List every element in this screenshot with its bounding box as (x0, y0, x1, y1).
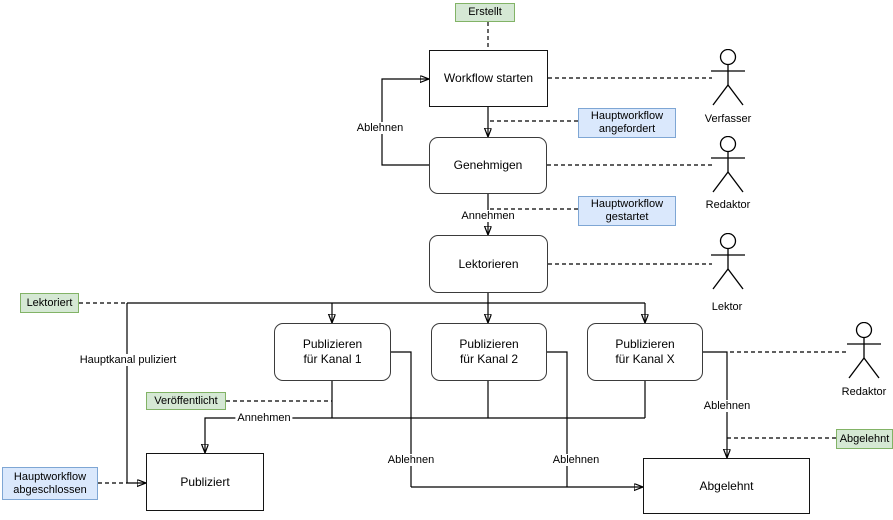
node-label: für Kanal X (615, 352, 675, 366)
label-hauptkanal-publiziert: Hauptkanal puliziert (77, 354, 179, 366)
edge-kanal1-ablehnen (391, 351, 412, 487)
node-workflow-starten[interactable]: Workflow starten (429, 50, 548, 107)
actor-icon (711, 233, 745, 290)
actor-redaktor-unten-label: Redaktor (841, 386, 887, 398)
actor-verfasser-label: Verfasser (704, 113, 752, 125)
actor-verfasser (710, 49, 746, 107)
badge-hauptworkflow-angefordert[interactable]: Hauptworkflow angefordert (578, 108, 676, 138)
node-label: für Kanal 2 (459, 352, 519, 366)
label-ablehnen-loop: Ablehnen (354, 122, 406, 134)
label-ablehnen-kanal-1: Ablehnen (385, 454, 437, 466)
badge-erstellt-label: Erstellt (468, 6, 502, 18)
actor-icon (711, 136, 745, 193)
node-label: Abgelehnt (699, 478, 754, 493)
node-label: Publizieren (615, 337, 675, 351)
node-label: Publiziert (180, 474, 230, 489)
edge-kanalx-ablehnen (703, 351, 727, 458)
actor-icon (711, 49, 745, 106)
actor-redaktor-oben-label: Redaktor (705, 199, 751, 211)
badge-line: Hauptworkflow (13, 470, 87, 483)
node-label: Publizieren (459, 337, 519, 351)
badge-erstellt[interactable]: Erstellt (455, 3, 515, 22)
edge-kanal2-ablehnen (547, 351, 568, 487)
actor-redaktor-unten (846, 322, 882, 380)
actor-lektor-label: Lektor (711, 301, 743, 313)
badge-line: angefordert (598, 123, 656, 135)
node-publizieren-kanal-x[interactable]: Publizieren für Kanal X (587, 323, 703, 381)
badge-veroeffentlicht-label: Veröffentlicht (154, 394, 218, 407)
node-label: Genehmigen (453, 158, 523, 172)
node-abgelehnt[interactable]: Abgelehnt (643, 458, 810, 514)
edge-hauptkanal-to-publiziert (126, 303, 146, 483)
badge-veroeffentlicht[interactable]: Veröffentlicht (146, 392, 226, 410)
node-label: Workflow starten (443, 71, 534, 85)
badge-lektoriert[interactable]: Lektoriert (20, 293, 79, 313)
edge-annehmen-to-publiziert (205, 417, 645, 453)
badge-lektoriert-label: Lektoriert (26, 296, 73, 309)
badge-abgelehnt-label: Abgelehnt (839, 432, 890, 445)
badge-hauptworkflow-abgeschlossen[interactable]: Hauptworkflow abgeschlossen (2, 467, 98, 500)
node-publizieren-kanal-2[interactable]: Publizieren für Kanal 2 (431, 323, 547, 381)
badge-line: abgeschlossen (13, 483, 87, 496)
badge-line: gestartet (605, 211, 649, 223)
badge-abgelehnt[interactable]: Abgelehnt (836, 429, 893, 449)
node-publizieren-kanal-1[interactable]: Publizieren für Kanal 1 (274, 323, 391, 381)
node-genehmigen[interactable]: Genehmigen (429, 137, 547, 194)
node-label: für Kanal 1 (303, 352, 362, 366)
actor-lektor (710, 233, 746, 291)
node-label: Publizieren (302, 337, 363, 351)
label-ablehnen-kanal-2: Ablehnen (550, 454, 602, 466)
badge-line: Hauptworkflow (590, 110, 664, 122)
badge-hauptworkflow-gestartet[interactable]: Hauptworkflow gestartet (578, 196, 676, 226)
node-label: Lektorieren (458, 256, 519, 271)
actor-redaktor-oben (710, 136, 746, 194)
label-ablehnen-kanal-x: Ablehnen (701, 400, 753, 412)
actor-icon (847, 322, 881, 379)
node-publiziert[interactable]: Publiziert (146, 453, 264, 511)
label-annehmen-top: Annehmen (459, 210, 517, 222)
label-annehmen-bottom: Annehmen (235, 412, 293, 424)
badge-line: Hauptworkflow (590, 198, 664, 210)
node-lektorieren[interactable]: Lektorieren (429, 235, 548, 293)
